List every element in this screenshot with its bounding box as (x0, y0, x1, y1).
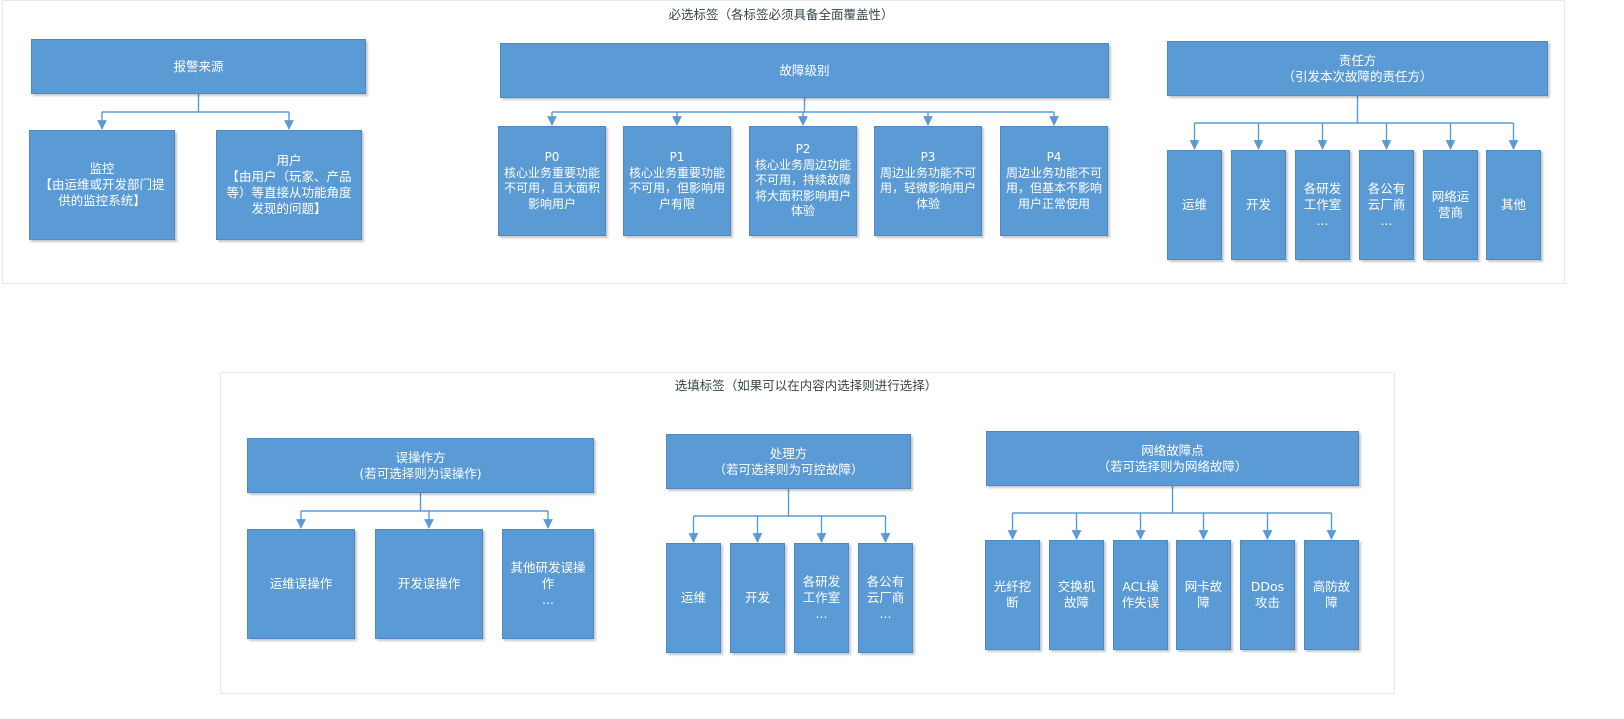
responsible-party-cloud-vendors: 各公有云厂商 ... (1359, 150, 1414, 260)
fault-level-p4: P4 周边业务功能不可用，但基本不影响用户正常使用 (1000, 126, 1108, 236)
network-fault-ddos: DDos攻击 (1240, 540, 1295, 650)
handling-party-root: 处理方 （若可选择则为可控故障） (666, 434, 911, 489)
network-fault-anti-ddos: 高防故障 (1304, 540, 1359, 650)
alarm-source-monitoring: 监控 【由运维或开发部门提供的监控系统】 (29, 130, 175, 240)
fault-level-p2: P2 核心业务周边功能不可用，持续故障将大面积影响用户体验 (749, 126, 857, 236)
responsible-party-root: 责任方 （引发本次故障的责任方） (1167, 41, 1548, 96)
network-fault-acl: ACL操作失误 (1113, 540, 1168, 650)
network-fault-root: 网络故障点 （若可选择则为网络故障） (986, 431, 1359, 486)
responsible-party-dev: 开发 (1231, 150, 1286, 260)
misoperation-other-rd: 其他研发误操作 ... (502, 529, 594, 639)
misoperation-ops: 运维误操作 (247, 529, 355, 639)
optional-tags-title: 选填标签（如果可以在内容内选择则进行选择） (674, 378, 938, 393)
fault-level-root: 故障级别 (500, 43, 1109, 98)
responsible-party-other: 其他 (1486, 150, 1541, 260)
network-fault-nic: 网卡故障 (1176, 540, 1231, 650)
misoperation-party-root: 误操作方 (若可选择则为误操作) (247, 438, 594, 493)
fault-level-p1: P1 核心业务重要功能不可用，但影响用户有限 (623, 126, 731, 236)
misoperation-dev: 开发误操作 (375, 529, 483, 639)
responsible-party-ops: 运维 (1167, 150, 1222, 260)
handling-party-dev: 开发 (730, 543, 785, 653)
responsible-party-network-operator: 网络运营商 (1423, 150, 1478, 260)
network-fault-switch: 交换机故障 (1049, 540, 1104, 650)
alarm-source-user: 用户 【由用户（玩家、产品等）等直接从功能角度发现的问题】 (216, 130, 362, 240)
handling-party-studios: 各研发工作室 ... (794, 543, 849, 653)
fault-level-p0: P0 核心业务重要功能不可用，且大面积影响用户 (498, 126, 606, 236)
alarm-source-root: 报警来源 (31, 39, 366, 94)
network-fault-fiber-cut: 光纤挖断 (985, 540, 1040, 650)
required-tags-title: 必选标签（各标签必须具备全面覆盖性） (668, 7, 894, 22)
responsible-party-studios: 各研发工作室 ... (1295, 150, 1350, 260)
handling-party-cloud-vendors: 各公有云厂商 ... (858, 543, 913, 653)
fault-level-p3: P3 周边业务功能不可用，轻微影响用户体验 (874, 126, 982, 236)
handling-party-ops: 运维 (666, 543, 721, 653)
